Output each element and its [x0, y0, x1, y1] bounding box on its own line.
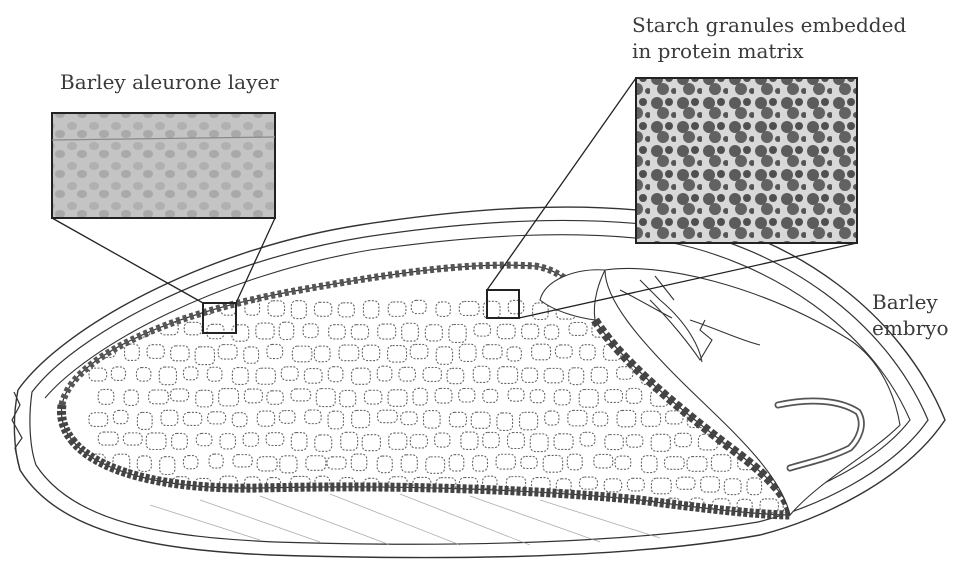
embryo-label-line2: embryo [872, 316, 949, 342]
endosperm-cell [328, 499, 344, 516]
endosperm-cell [570, 500, 590, 516]
embryo-label: Barley embryo [872, 290, 949, 341]
endosperm-cell [147, 302, 165, 316]
aleurone-label-text: Barley aleurone layer [60, 70, 279, 94]
endosperm-cell [111, 499, 126, 512]
endosperm-cell [137, 500, 157, 516]
lower-hatching [150, 494, 660, 545]
endosperm-cell [87, 500, 106, 516]
endosperm-cell [231, 499, 249, 516]
endosperm-cell [98, 301, 115, 316]
endosperm-cell [304, 500, 322, 513]
starch-inset-image [636, 78, 857, 243]
starch-granules-label: Starch granules embedded in protein matr… [632, 13, 906, 64]
endosperm-cell [447, 499, 465, 515]
endosperm-cell [208, 498, 223, 514]
endosperm-cell [162, 500, 180, 515]
endosperm-cell [280, 500, 294, 517]
endosperm-cell [185, 501, 202, 519]
embryo-label-line1: Barley [872, 290, 949, 316]
endosperm-cell [375, 498, 389, 511]
endosperm-cell [171, 301, 189, 313]
endosperm-cell [258, 499, 272, 515]
endosperm-cell [471, 501, 489, 513]
starch-label-line2: in protein matrix [632, 39, 906, 65]
starch-label-line1: Starch granules embedded [632, 13, 906, 39]
aleurone-inset-image [52, 113, 275, 218]
endosperm-cell [424, 500, 439, 515]
aleurone-layer-label: Barley aleurone layer [60, 70, 279, 96]
endosperm-cell [519, 499, 533, 512]
endosperm-cell [497, 499, 517, 512]
endosperm-cell [100, 477, 115, 491]
